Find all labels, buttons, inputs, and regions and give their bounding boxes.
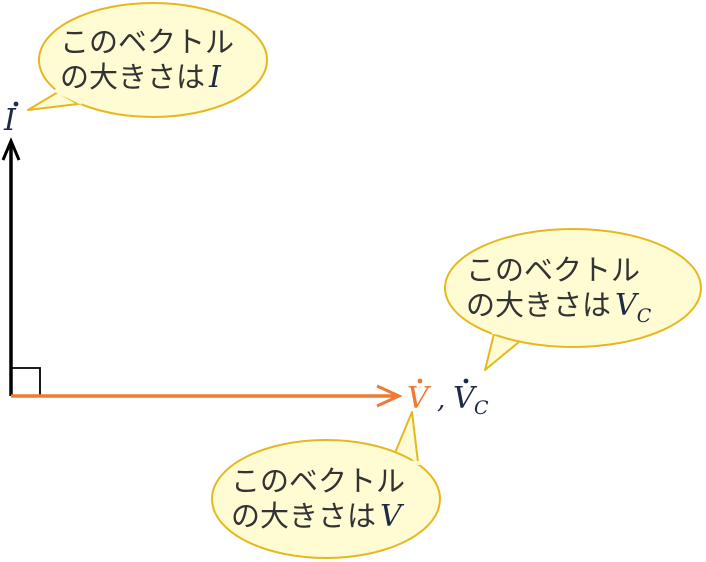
capacitor-subscript: C <box>474 397 489 419</box>
voltage-label: V , V C <box>407 378 489 419</box>
bubble-capacitor-body <box>444 228 702 348</box>
voltage-dot <box>417 378 423 384</box>
label-separator: , <box>437 385 445 415</box>
current-vector-arrowhead <box>1 137 21 161</box>
bubble-voltage-body <box>211 439 441 559</box>
right-angle-marker <box>11 367 41 396</box>
current-symbol: I <box>3 103 17 138</box>
capacitor-dot <box>463 378 469 384</box>
voltage-vector-arrowhead <box>376 384 403 408</box>
bubble-current-body <box>38 2 268 118</box>
bubble-voltage-line1: このベクトル <box>231 464 405 498</box>
current-dot <box>13 101 19 107</box>
current-label: I <box>3 101 19 138</box>
voltage-symbol: V <box>407 381 432 416</box>
capacitor-symbol: V <box>453 381 478 416</box>
bubble-current-line1: このベクトル <box>60 25 234 59</box>
bubble-capacitor-line1: このベクトル <box>466 253 640 287</box>
